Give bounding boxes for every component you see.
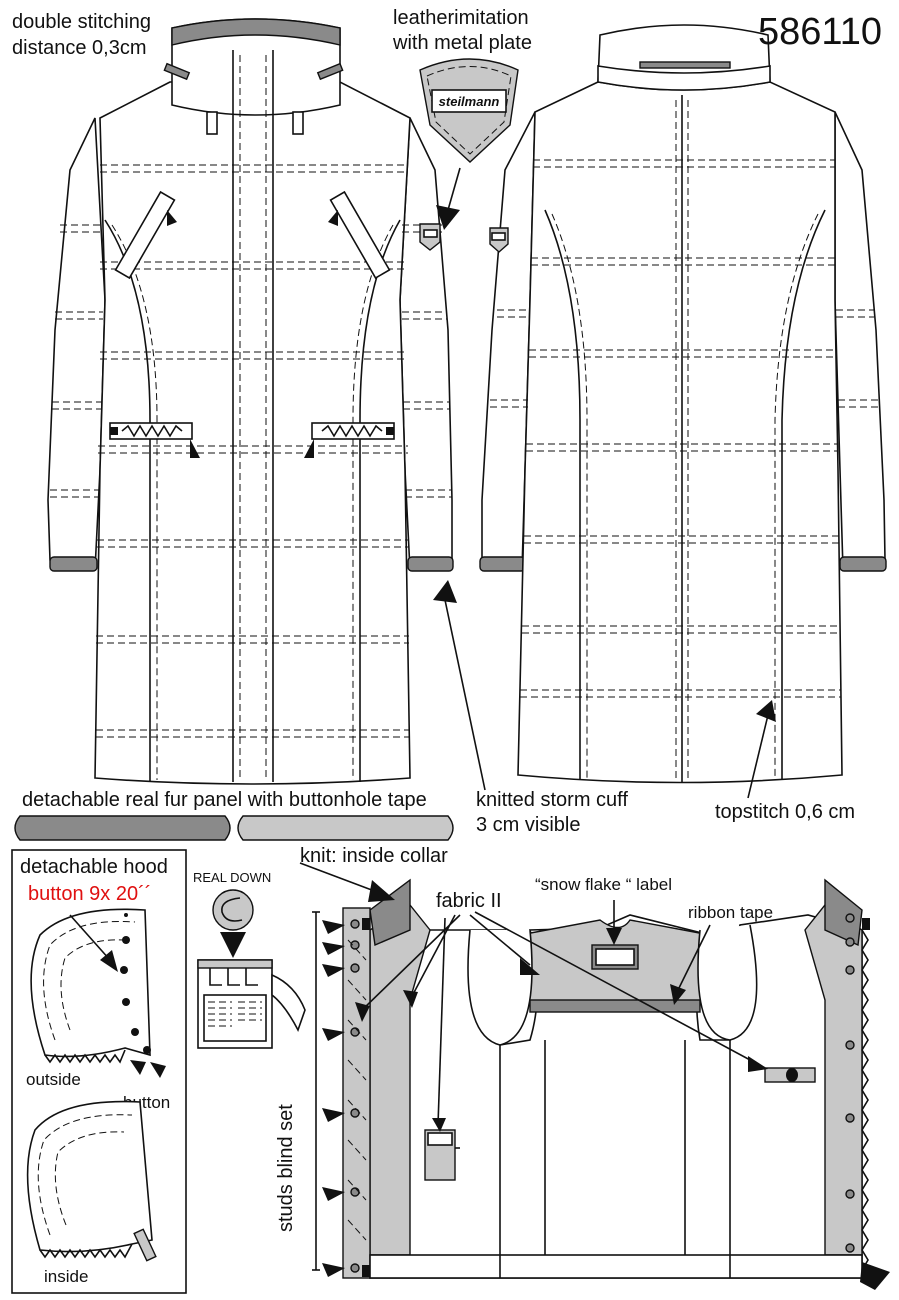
- back-right-cuff: [839, 556, 887, 572]
- inside-view: [299, 862, 890, 1290]
- front-right-sleeve: [399, 117, 453, 572]
- back-view: [479, 24, 887, 784]
- hood-outside: [30, 908, 151, 1058]
- chest-pocket-left: [114, 190, 176, 280]
- front-collar-knit: [171, 18, 341, 46]
- back-left-cuff: [479, 556, 526, 572]
- hood-inside: [26, 1100, 153, 1253]
- storm-cuff-label-1: knitted storm cuff: [476, 789, 628, 811]
- real-down-label: REAL DOWN: [193, 870, 271, 885]
- leather-label-1: leatherimitation: [393, 7, 529, 29]
- back-collar-tape: [639, 61, 731, 69]
- leather-label-2: with metal plate: [392, 32, 532, 54]
- back-right-sleeve: [834, 111, 886, 572]
- inside-collar-right: [824, 878, 863, 947]
- front-view: [47, 18, 454, 785]
- back-body: [517, 81, 843, 784]
- zip-pull-left: [206, 111, 218, 135]
- detachable-hood-label: detachable hood: [20, 856, 168, 878]
- collar-tab-left: [163, 62, 191, 81]
- topstitch-label: topstitch 0,6 cm: [715, 801, 855, 823]
- front-body: [94, 81, 411, 785]
- knit-inside-collar-label: knit: inside collar: [300, 845, 448, 867]
- front-right-cuff: [407, 556, 454, 572]
- studs-blind-set-label: studs blind set: [275, 1104, 297, 1232]
- brand-tag-text: steilmann: [439, 94, 500, 109]
- stud-placket: [342, 907, 371, 1279]
- style-number: 586110: [758, 11, 882, 53]
- ribbon-tape: [529, 999, 701, 1013]
- front-quilting: [50, 164, 452, 738]
- fur-panel-left: [14, 815, 231, 841]
- hood-inside-label: inside: [44, 1267, 88, 1286]
- inside-collar-left: [369, 878, 411, 947]
- real-down-hangtag: REAL DOWN: [193, 870, 306, 1049]
- button-spec-label: button 9x 20´´: [28, 883, 151, 905]
- back-quilting: [490, 159, 880, 698]
- snow-flake-label-text: “snow flake “ label: [535, 875, 672, 894]
- zip-pull-right: [292, 111, 304, 135]
- leather-badge-detail: steilmann: [419, 58, 519, 230]
- fur-panel-right: [237, 815, 454, 841]
- hood-detail-box: detachable hood button 9x 20´´ outside b…: [11, 849, 187, 1294]
- double-stitching-label-1: double stitching: [12, 11, 151, 33]
- front-left-cuff: [49, 556, 98, 572]
- chest-pocket-right: [329, 190, 391, 280]
- fabric-ii-label: fabric II: [436, 890, 502, 912]
- double-stitching-label-2: distance 0,3cm: [12, 37, 147, 59]
- fur-panel-label: detachable real fur panel with buttonhol…: [22, 789, 427, 811]
- collar-tab-right: [316, 62, 344, 81]
- front-left-sleeve: [47, 117, 106, 571]
- storm-cuff-label-2: 3 cm visible: [476, 814, 580, 836]
- hood-outside-label: outside: [26, 1070, 81, 1089]
- metal-plate: [431, 89, 507, 113]
- ribbon-tape-label: ribbon tape: [688, 903, 773, 922]
- studs-right: [845, 913, 855, 1253]
